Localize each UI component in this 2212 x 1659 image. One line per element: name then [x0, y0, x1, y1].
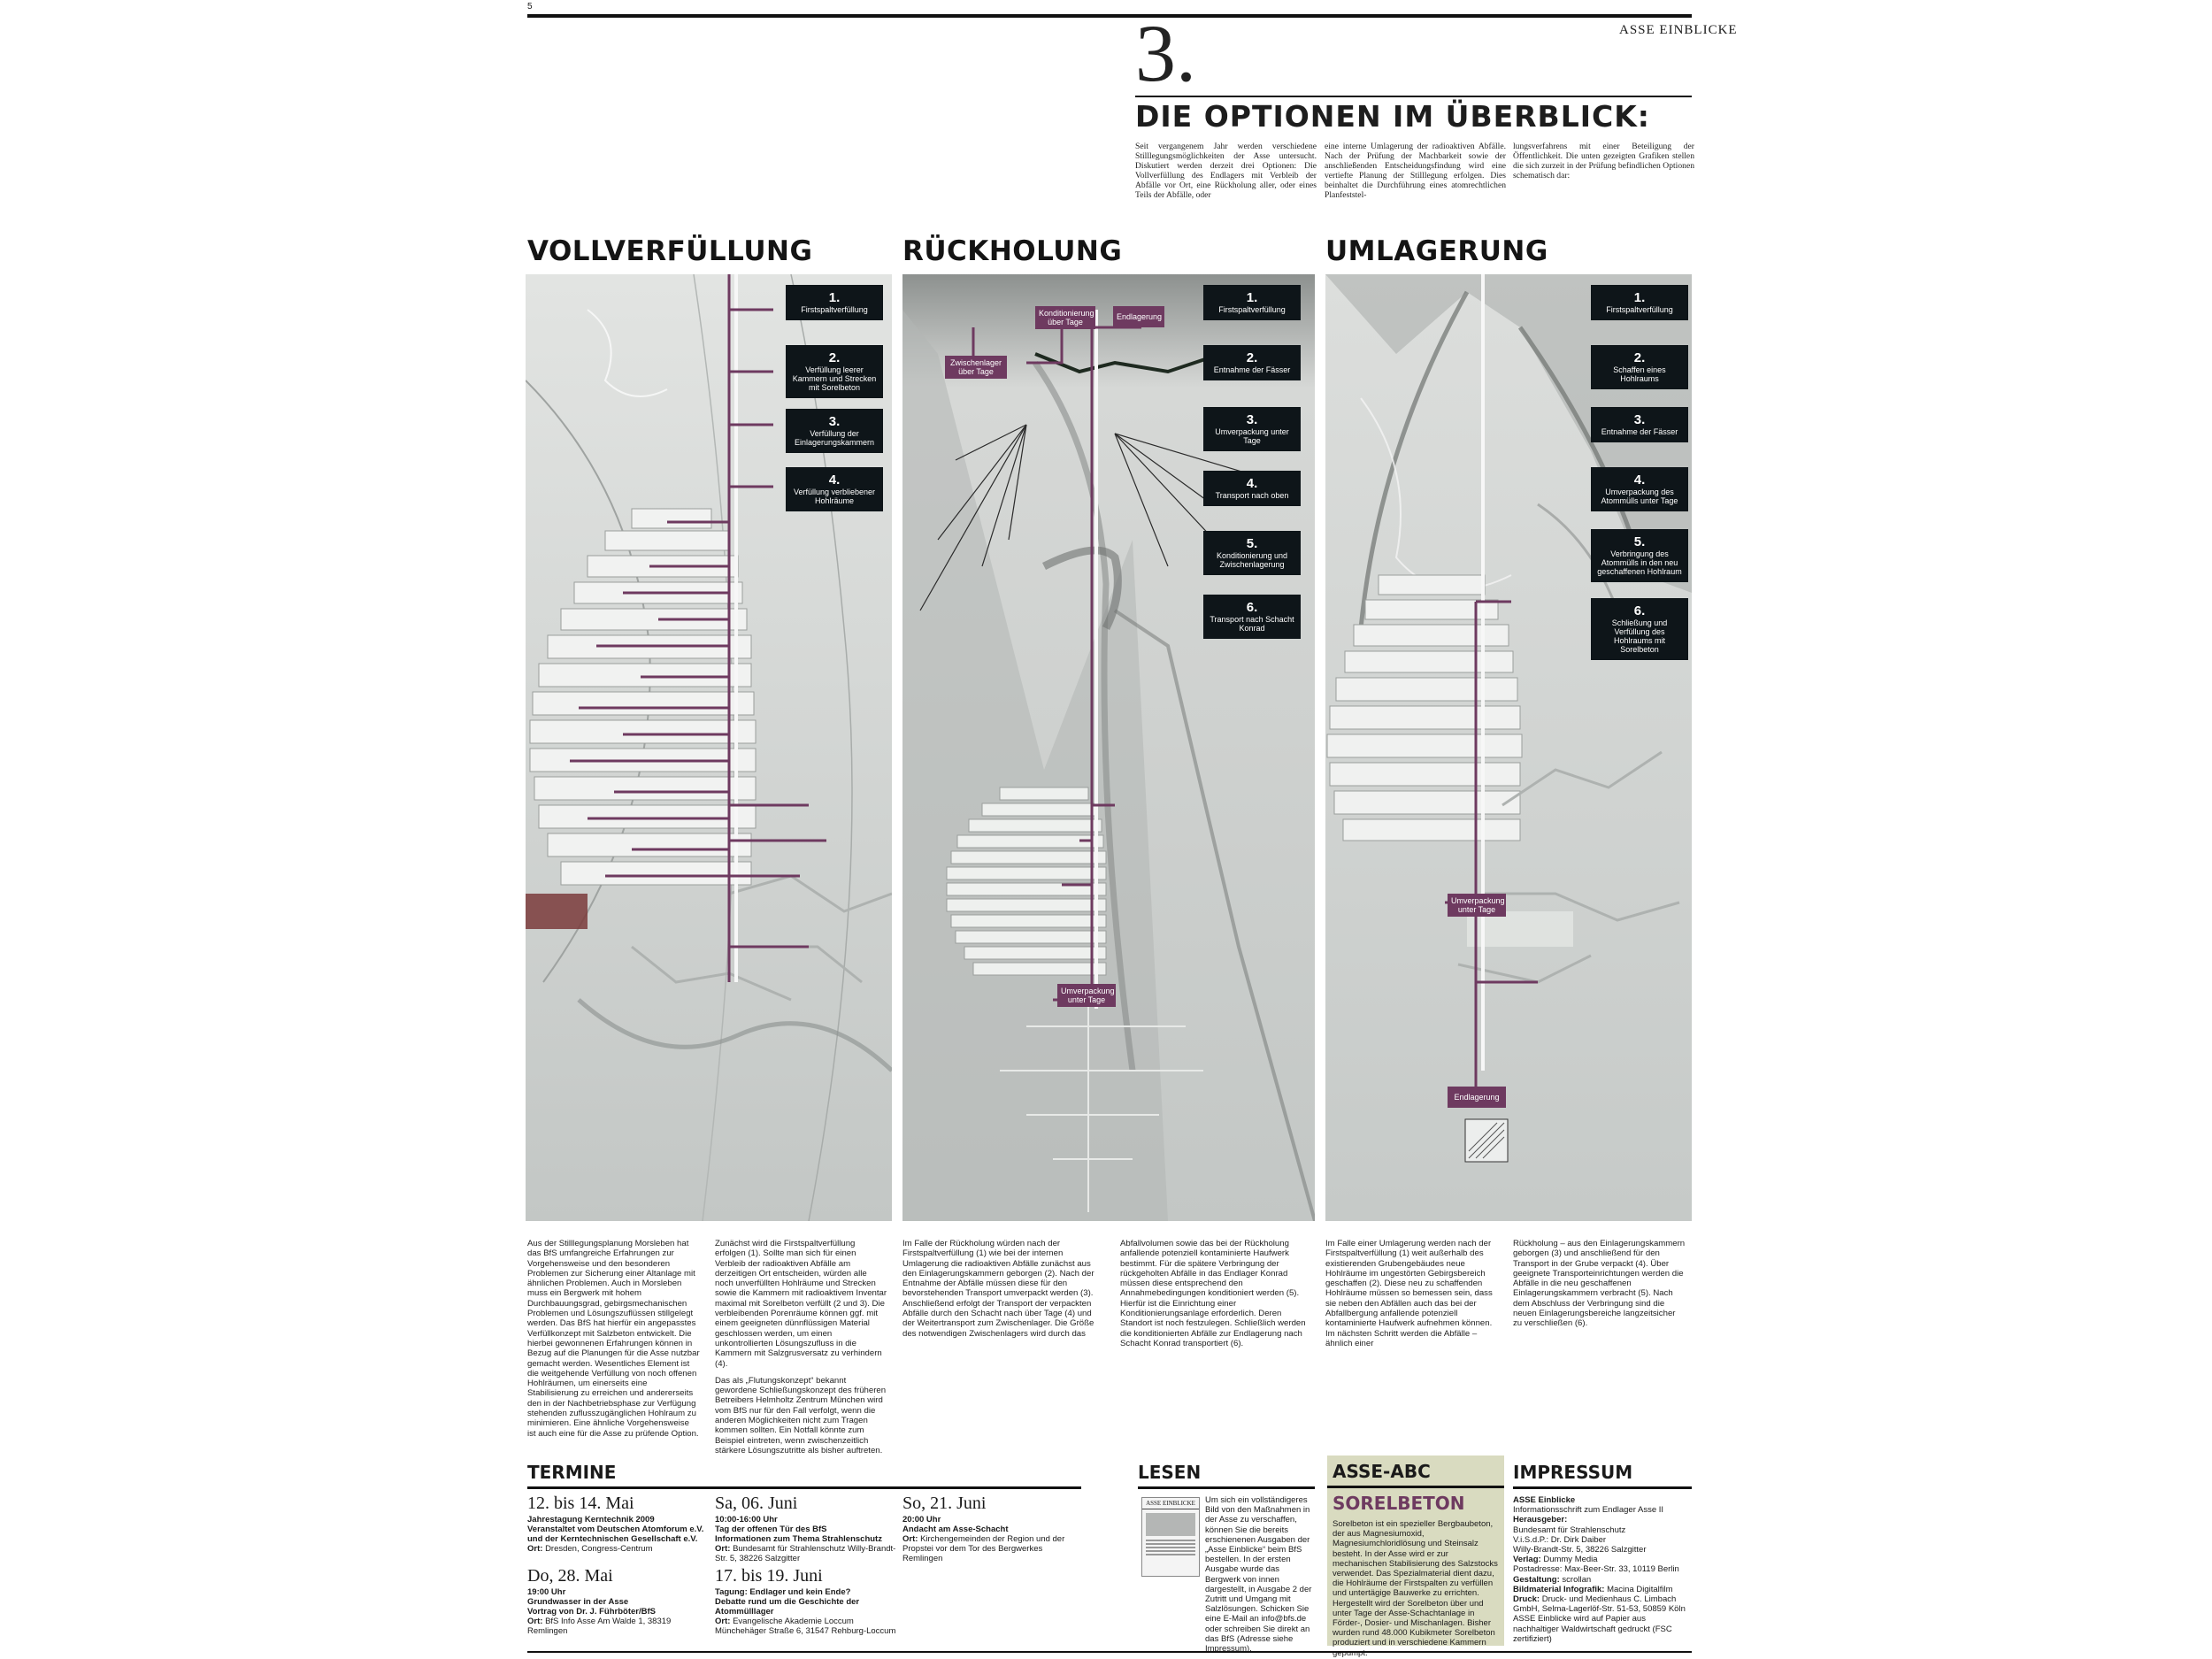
step-box-2: 2.Entnahme der Fässer	[1203, 345, 1301, 380]
bottom-rule	[527, 1651, 1692, 1653]
termine-rule	[527, 1486, 1081, 1489]
text-vollverfuellung-col-1: Aus der Stilllegungsplanung Morsleben ha…	[527, 1239, 700, 1439]
event-3: So, 21. Juni 20:00 Uhr Andacht am Asse-S…	[902, 1494, 1084, 1563]
step-box-4: 4.Verfüllung verbliebener Hohlräume	[786, 467, 883, 511]
step-box-1: 1.Firstspaltverfüllung	[1203, 285, 1301, 320]
event-1: 12. bis 14. Mai Jahrestagung Kerntechnik…	[527, 1494, 709, 1554]
lesen-heading: LESEN	[1138, 1462, 1202, 1483]
asse-abc-heading: ASSE-ABC	[1333, 1461, 1431, 1482]
label-endlagerung: Endlagerung	[1113, 306, 1164, 327]
diagram-umlagerung: Umverpackung unter Tage Endlagerung 1.Fi…	[1325, 274, 1692, 1221]
intro-column-1: Seit vergangenem Jahr werden verschieden…	[1135, 142, 1317, 200]
step-box-2: 2.Schaffen eines Hohlraums	[1591, 345, 1688, 389]
event-date: 12. bis 14. Mai	[527, 1494, 634, 1513]
section-title-vollverfuellung: VOLLVERFÜLLUNG	[527, 235, 813, 267]
event-4: Do, 28. Mai 19:00 Uhr Grundwasser in der…	[527, 1566, 709, 1636]
diagram-rueckholung: Konditionierung über Tage Endlagerung Zw…	[902, 274, 1315, 1221]
step-box-3: 3.Entnahme der Fässer	[1591, 407, 1688, 442]
step-box-1: 1.Firstspaltverfüllung	[786, 285, 883, 320]
text-rueckholung-col-1: Im Falle der Rückholung würden nach der …	[902, 1239, 1094, 1339]
step-box-2: 2.Verfüllung leerer Kammern und Strecken…	[786, 345, 883, 398]
label-konditionierung: Konditionierung über Tage	[1035, 306, 1095, 329]
impressum-heading: IMPRESSUM	[1513, 1462, 1633, 1483]
top-rule	[527, 14, 1692, 18]
event-date: Do, 28. Mai	[527, 1566, 613, 1586]
label-zwischenlager: Zwischenlager über Tage	[945, 356, 1007, 379]
intro-column-2: eine interne Umlagerung der radioaktiven…	[1325, 142, 1506, 200]
step-box-5: 5.Konditionierung und Zwischenlagerung	[1203, 531, 1301, 575]
step-box-1: 1.Firstspaltverfüllung	[1591, 285, 1688, 320]
event-date: Sa, 06. Juni	[715, 1494, 798, 1513]
impressum-rule	[1513, 1486, 1692, 1489]
page-number: 5	[527, 2, 533, 12]
asse-abc-box: ASSE-ABC SORELBETON Sorelbeton ist ein s…	[1327, 1455, 1504, 1658]
text-umlagerung-col-2: Rückholung – aus den Einlagerungskammern…	[1513, 1239, 1686, 1329]
diagram-vollverfuellung: 1.Firstspaltverfüllung 2.Verfüllung leer…	[526, 274, 892, 1221]
impressum-text: ASSE Einblicke Informationsschrift zum E…	[1513, 1495, 1686, 1644]
event-2: Sa, 06. Juni 10:00-16:00 Uhr Tag der off…	[715, 1494, 896, 1563]
step-box-3: 3.Umverpackung unter Tage	[1203, 407, 1301, 451]
step-box-4: 4.Transport nach oben	[1203, 471, 1301, 506]
intro-column-3: lungsverfahrens mit einer Beteiligung de…	[1513, 142, 1694, 180]
termine-heading: TERMINE	[527, 1462, 617, 1483]
publication-kicker: ASSE EINBLICKE	[1619, 23, 1738, 37]
mine-illustration-2	[902, 274, 1315, 1221]
asse-abc-term: SORELBETON	[1333, 1493, 1465, 1514]
label-umverpackung-rueckholung: Umverpackung unter Tage	[1057, 984, 1116, 1007]
page-title: DIE OPTIONEN IM ÜBERBLICK:	[1135, 99, 1651, 134]
event-date: 17. bis 19. Juni	[715, 1566, 823, 1586]
headline-rule	[1135, 96, 1692, 97]
lesen-rule	[1138, 1486, 1315, 1489]
step-box-6: 6.Transport nach Schacht Konrad	[1203, 595, 1301, 639]
step-box-5: 5.Verbringung des Atommülls in den neu g…	[1591, 529, 1688, 582]
step-box-6: 6.Schließung und Verfüllung des Hohlraum…	[1591, 598, 1688, 660]
section-title-umlagerung: UMLAGERUNG	[1325, 235, 1548, 267]
chapter-number: 3.	[1135, 8, 1196, 98]
event-date: So, 21. Juni	[902, 1494, 987, 1513]
label-umverpackung-umlagerung: Umverpackung unter Tage	[1448, 894, 1506, 917]
text-umlagerung-col-1: Im Falle einer Umlagerung werden nach de…	[1325, 1239, 1493, 1348]
text-vollverfuellung-col-2: Zunächst wird die Firstspaltverfüllung e…	[715, 1239, 887, 1455]
event-5: 17. bis 19. Juni Tagung: Endlager und ke…	[715, 1566, 896, 1636]
lesen-text: Um sich ein vollständigeres Bild von den…	[1205, 1495, 1312, 1655]
label-endlagerung-umlagerung: Endlagerung	[1448, 1087, 1506, 1108]
section-title-rueckholung: RÜCKHOLUNG	[902, 235, 1123, 267]
step-box-4: 4.Umverpackung des Atommülls unter Tage	[1591, 467, 1688, 511]
step-box-3: 3.Verfüllung der Einlagerungskammern	[786, 409, 883, 453]
text-rueckholung-col-2: Abfallvolumen sowie das bei der Rückholu…	[1120, 1239, 1306, 1348]
magazine-thumbnail: ASSE EINBLICKE	[1141, 1497, 1200, 1577]
asse-abc-text: Sorelbeton ist ein spezieller Bergbaubet…	[1333, 1519, 1498, 1658]
